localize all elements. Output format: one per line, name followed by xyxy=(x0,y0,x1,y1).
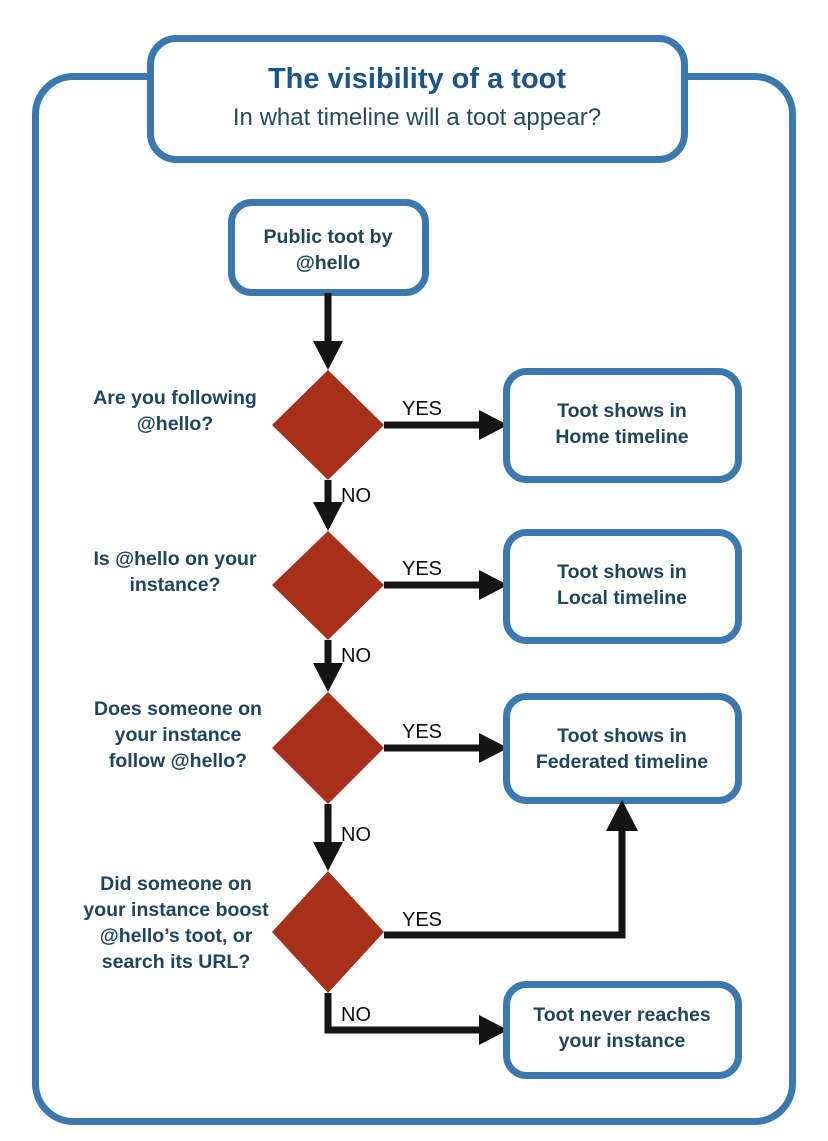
node-home-timeline-box xyxy=(503,368,742,483)
edge-label-q1-no: NO xyxy=(341,485,371,507)
arrow-head-q3-no xyxy=(313,842,343,871)
question-3-line2: your instance xyxy=(115,724,242,746)
node-federated-line1: Toot shows in xyxy=(557,725,687,747)
question-2-line1: Is @hello on your xyxy=(93,548,257,570)
edge-label-q1-yes: YES xyxy=(402,398,442,420)
node-never-line1: Toot never reaches xyxy=(533,1004,711,1026)
node-never-line2: your instance xyxy=(559,1030,686,1052)
node-local-line1: Toot shows in xyxy=(557,561,687,583)
question-1-line1: Are you following xyxy=(93,387,257,409)
question-4-line2: your instance boost xyxy=(83,899,269,921)
edge-label-q4-no: NO xyxy=(341,1004,371,1026)
edge-q4-yes xyxy=(384,824,626,939)
node-federated-timeline-box xyxy=(503,693,742,804)
arrow-head-q2-yes xyxy=(479,570,508,600)
arrow-head-q1-no xyxy=(313,502,343,531)
arrow-head-q4-no xyxy=(479,1015,508,1045)
edge-label-q4-yes: YES xyxy=(402,909,442,931)
edge-label-q2-yes: YES xyxy=(402,558,442,580)
arrow-head-q3-yes xyxy=(479,733,508,763)
arrow-head-start-to-q1 xyxy=(313,341,343,370)
arrow-head-q4-yes xyxy=(606,800,638,831)
question-4-line1: Did someone on xyxy=(100,873,252,895)
edge-label-q2-no: NO xyxy=(341,645,371,667)
node-local-timeline-box xyxy=(503,529,742,644)
decision-1-diamond xyxy=(272,370,384,480)
decision-3-diamond xyxy=(272,692,384,804)
arrow-head-q1-yes xyxy=(479,410,508,440)
node-never-reaches-box xyxy=(503,981,742,1079)
question-4-line4: search its URL? xyxy=(102,951,250,973)
node-start-line1: Public toot by xyxy=(264,226,393,248)
node-home-line1: Toot shows in xyxy=(557,400,687,422)
page-title: The visibility of a toot xyxy=(268,63,566,95)
question-3-line3: follow @hello? xyxy=(109,750,247,772)
question-3-line1: Does someone on xyxy=(94,698,262,720)
question-1-line2: @hello? xyxy=(137,413,213,435)
edge-q4-no xyxy=(324,993,486,1034)
title-banner xyxy=(147,35,688,163)
arrow-head-q2-no xyxy=(313,663,343,692)
question-4-line3: @hello’s toot, or xyxy=(100,925,253,947)
node-start-box xyxy=(228,199,429,296)
edge-label-q3-no: NO xyxy=(341,824,371,846)
page-subtitle: In what timeline will a toot appear? xyxy=(233,104,601,131)
node-local-line2: Local timeline xyxy=(557,587,687,609)
node-start-line2: @hello xyxy=(296,252,361,274)
question-2-line2: instance? xyxy=(129,574,220,596)
decision-4-diamond xyxy=(272,871,384,993)
edge-label-q3-yes: YES xyxy=(402,721,442,743)
node-federated-line2: Federated timeline xyxy=(536,751,708,773)
node-home-line2: Home timeline xyxy=(555,426,688,448)
decision-2-diamond xyxy=(272,531,384,640)
